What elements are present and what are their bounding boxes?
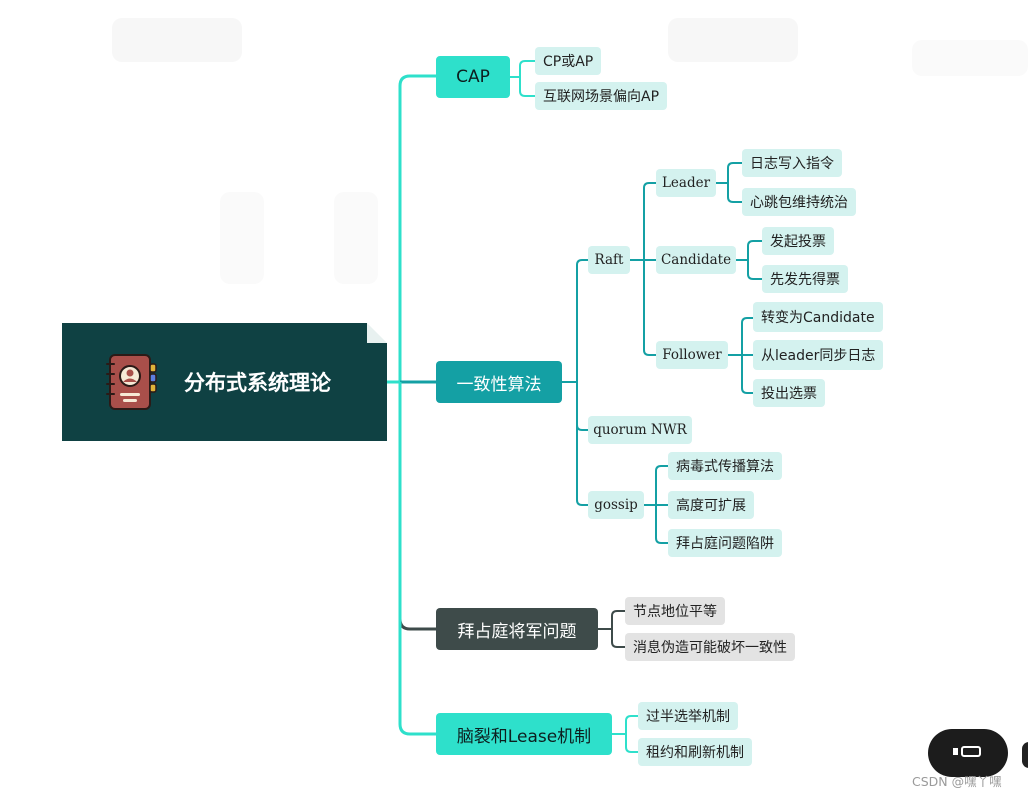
leaf-highly-scalable[interactable]: 高度可扩展: [668, 491, 754, 519]
leaf-sync-log[interactable]: 从leader同步日志: [753, 340, 884, 370]
leaf-majority-election[interactable]: 过半选举机制: [638, 702, 738, 730]
background-ghost: [912, 40, 1028, 76]
leaf-become-candidate[interactable]: 转变为Candidate: [753, 302, 883, 332]
topic-consensus-algorithm[interactable]: 一致性算法: [436, 361, 562, 403]
topic-split-brain-lease[interactable]: 脑裂和Lease机制: [436, 713, 612, 755]
leaf-cp-or-ap[interactable]: CP或AP: [535, 47, 602, 75]
background-ghost: [112, 18, 242, 62]
topic-leader[interactable]: Leader: [656, 169, 716, 197]
root-topic[interactable]: 分布式系统理论: [62, 323, 387, 441]
leaf-epidemic-propagation[interactable]: 病毒式传播算法: [668, 452, 782, 480]
leaf-first-come-votes[interactable]: 先发先得票: [762, 265, 848, 293]
topic-byzantine-generals[interactable]: 拜占庭将军问题: [436, 608, 598, 650]
leaf-log-write[interactable]: 日志写入指令: [742, 149, 842, 177]
folded-corner: [367, 323, 387, 343]
watermark: CSDN @嘿丫嘿: [912, 774, 1002, 789]
topic-cap[interactable]: CAP: [436, 56, 510, 98]
toggle-icon: [953, 746, 981, 757]
leaf-message-forgery[interactable]: 消息伪造可能破坏一致性: [625, 633, 795, 661]
leaf-internet-prefers-ap[interactable]: 互联网场景偏向AP: [535, 82, 668, 110]
background-ghost: [668, 18, 798, 62]
topic-raft[interactable]: Raft: [588, 246, 630, 274]
notebook-user-icon: [106, 354, 157, 410]
topic-quorum-nwr[interactable]: quorum NWR: [588, 416, 692, 444]
topic-follower[interactable]: Follower: [656, 341, 728, 369]
leaf-equal-nodes[interactable]: 节点地位平等: [625, 597, 725, 625]
topic-candidate[interactable]: Candidate: [656, 246, 736, 274]
background-ghost: [220, 192, 264, 284]
leaf-cast-vote[interactable]: 投出选票: [753, 379, 825, 407]
leaf-heartbeat[interactable]: 心跳包维持统治: [742, 188, 856, 216]
leaf-lease-refresh[interactable]: 租约和刷新机制: [638, 738, 752, 766]
background-ghost: [334, 192, 378, 284]
floating-button-edge: [1022, 742, 1028, 768]
topic-gossip[interactable]: gossip: [588, 491, 644, 519]
floating-toggle-button[interactable]: [928, 729, 1008, 777]
root-title: 分布式系统理论: [184, 371, 331, 395]
leaf-byzantine-trap[interactable]: 拜占庭问题陷阱: [668, 529, 782, 557]
leaf-start-vote[interactable]: 发起投票: [762, 227, 834, 255]
